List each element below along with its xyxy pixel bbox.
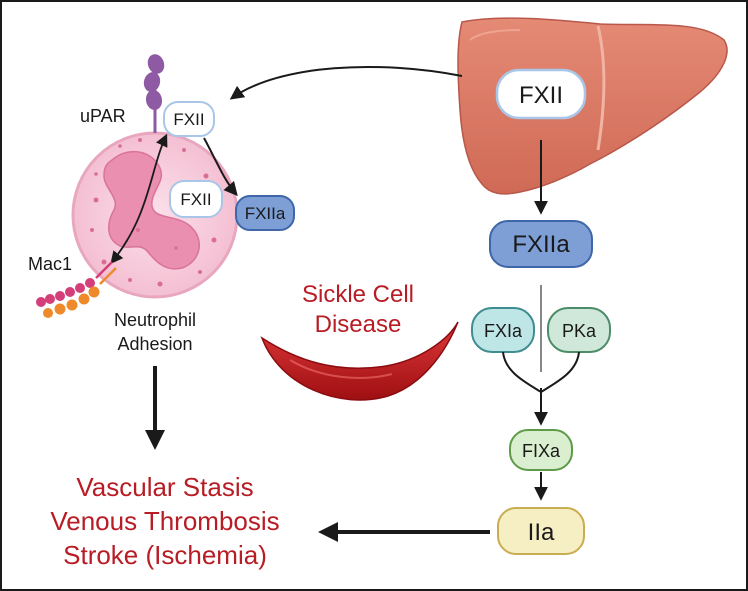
pka-node: PKa (547, 307, 611, 353)
liver-illustration (457, 17, 728, 195)
fxia-label: FXIa (484, 321, 523, 341)
converge-from-fxia (502, 351, 542, 393)
arrow-receptor-to-fxiia (203, 137, 238, 197)
disease-label-line2: Disease (315, 311, 402, 338)
liver-fxii-label: FXII (519, 82, 563, 109)
iia-label: IIa (528, 519, 555, 546)
sickle-cell-illustration (260, 321, 459, 401)
mac1-label: Mac1 (28, 254, 72, 274)
mac1-integrin (36, 261, 117, 318)
neutrophil-label-line1: Neutrophil (114, 310, 196, 330)
cell-fxiia-node: FXIIa (235, 195, 295, 231)
outcome-line2: Venous Thrombosis (50, 506, 279, 536)
outcome-line3: Stroke (Ischemia) (63, 540, 267, 570)
neutrophil-label-line2: Adhesion (117, 334, 192, 354)
inner-fxii-node: FXII (169, 180, 223, 218)
receptor-fxii-node: FXII (163, 101, 215, 137)
converge-from-pka (540, 351, 580, 393)
iia-node: IIa (497, 507, 585, 555)
cell-fxiia-label: FXIIa (245, 204, 286, 223)
fxiia-main-label: FXIIa (512, 231, 570, 258)
arrow-fxii-mac1-interaction (110, 133, 168, 264)
fxiia-main-node: FXIIa (489, 220, 593, 268)
inner-fxii-label: FXII (180, 190, 211, 209)
upar-receptor (143, 54, 165, 133)
fixa-node: FIXa (509, 429, 573, 471)
fixa-label: FIXa (522, 441, 561, 461)
outcome-line1: Vascular Stasis (76, 472, 253, 502)
disease-label-line1: Sickle Cell (302, 281, 414, 308)
liver-fxii-node: FXII (495, 68, 587, 120)
arrow-liver-to-receptor (229, 65, 463, 100)
receptor-fxii-label: FXII (173, 110, 204, 129)
pka-label: PKa (562, 321, 597, 341)
upar-label: uPAR (80, 106, 126, 126)
fxia-node: FXIa (471, 307, 535, 353)
